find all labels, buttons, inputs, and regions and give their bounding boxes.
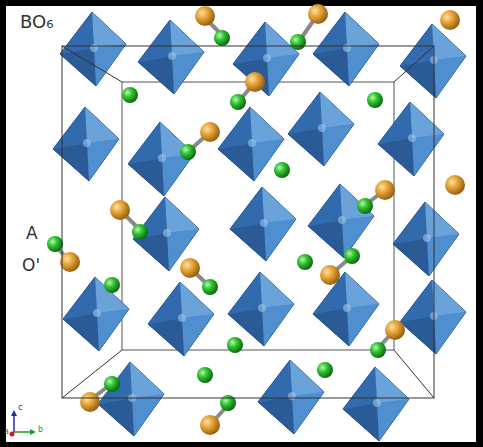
octahedron — [128, 122, 194, 196]
orange-atom — [375, 180, 395, 200]
orange-atom — [440, 10, 460, 30]
octahedron — [343, 367, 409, 441]
o-prime-atoms — [60, 4, 465, 435]
c-axis — [13, 414, 15, 432]
orange-atom — [80, 392, 100, 412]
atom-label: A — [26, 224, 38, 243]
green-atom — [214, 30, 230, 46]
axis-label: a — [4, 428, 9, 437]
orange-atom — [110, 200, 130, 220]
background-panel — [6, 6, 476, 442]
c-arrowhead — [11, 410, 17, 416]
green-atom — [297, 254, 313, 270]
green-atom — [370, 342, 386, 358]
atom-label: O' — [22, 256, 40, 275]
cell-edge — [394, 350, 434, 398]
octahedron — [313, 272, 379, 346]
axis-label: b — [38, 426, 43, 435]
axis-label: c — [18, 404, 22, 413]
unit-cell-front — [62, 46, 434, 398]
bo6-octahedra — [53, 12, 466, 441]
green-atom — [357, 198, 373, 214]
cell-edge — [62, 350, 122, 398]
octahedron — [138, 20, 204, 94]
octahedron — [313, 12, 379, 86]
a-axis — [10, 432, 15, 437]
green-atom — [230, 94, 246, 110]
green-atom — [274, 162, 290, 178]
octahedron — [400, 24, 466, 98]
orange-atom — [308, 4, 328, 24]
octahedron — [233, 22, 299, 96]
green-atom — [202, 279, 218, 295]
orange-atom — [60, 252, 80, 272]
green-atom — [227, 337, 243, 353]
green-atom — [290, 34, 306, 50]
green-atom — [317, 362, 333, 378]
orange-atom — [385, 320, 405, 340]
octahedron — [63, 277, 129, 351]
orange-atom — [445, 175, 465, 195]
green-atom — [220, 395, 236, 411]
structure-label: BO₆ — [20, 12, 53, 32]
cell-edge — [394, 46, 434, 82]
green-atom — [122, 87, 138, 103]
orange-atom — [195, 6, 215, 26]
orange-atom — [320, 265, 340, 285]
orange-atom — [180, 258, 200, 278]
octahedron — [393, 202, 459, 276]
octahedron — [258, 360, 324, 434]
b-arrowhead — [30, 429, 36, 435]
green-atom — [344, 248, 360, 264]
octahedron — [148, 282, 214, 356]
green-atom — [367, 92, 383, 108]
axis-triad — [10, 410, 37, 437]
octahedron — [60, 12, 126, 86]
octahedron — [53, 107, 119, 181]
green-atom — [104, 376, 120, 392]
orange-atom — [200, 122, 220, 142]
green-atom — [104, 277, 120, 293]
b-axis — [14, 431, 32, 433]
octahedron — [98, 362, 164, 436]
cell-edge — [62, 46, 122, 82]
octahedron — [288, 92, 354, 166]
octahedron — [228, 272, 294, 346]
green-atom — [132, 224, 148, 240]
cell-edge — [62, 46, 434, 398]
octahedron — [400, 280, 466, 354]
green-atom — [180, 144, 196, 160]
orange-atom — [200, 415, 220, 435]
a-site-atoms — [47, 30, 386, 411]
octahedron — [230, 187, 296, 261]
orange-atom — [245, 72, 265, 92]
octahedron — [308, 184, 374, 258]
green-atom — [197, 367, 213, 383]
green-atom — [47, 236, 63, 252]
